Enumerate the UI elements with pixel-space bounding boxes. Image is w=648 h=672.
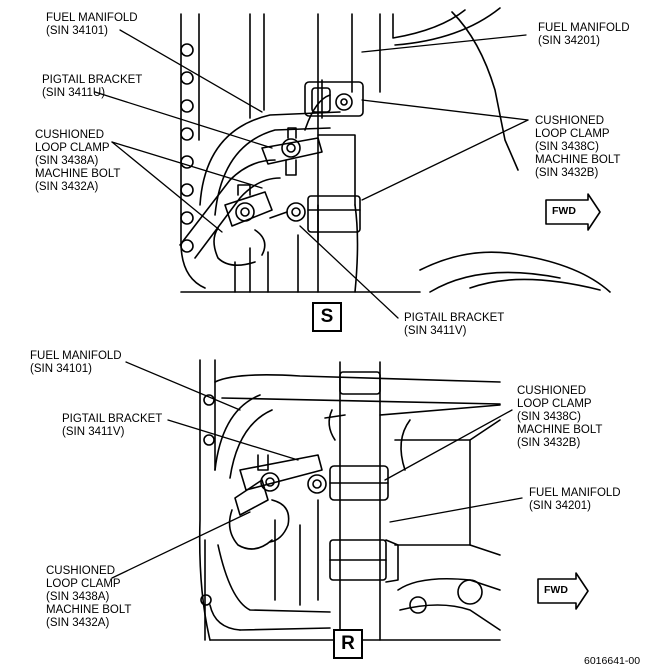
- leader-lines: [94, 29, 529, 579]
- fwd-arrow-s: [545, 193, 601, 231]
- label-pigtail-bracket-3411v-r: PIGTAIL BRACKET (SIN 3411V): [62, 413, 163, 438]
- label-fuel-manifold-34201-r: FUEL MANIFOLD (SIN 34201): [529, 487, 621, 512]
- label-fuel-manifold-34101-r: FUEL MANIFOLD (SIN 34101): [30, 350, 122, 375]
- view-r-artwork: [198, 359, 501, 641]
- label-cushioned-loop-clamp-3438a-s: CUSHIONED LOOP CLAMP (SIN 3438A) MACHINE…: [35, 129, 121, 193]
- fwd-label-s: FWD: [552, 205, 576, 217]
- fwd-indicator-s: FWD: [546, 196, 608, 228]
- view-label-s: S: [312, 302, 342, 332]
- label-cushioned-loop-clamp-3438c-s: CUSHIONED LOOP CLAMP (SIN 3438C) MACHINE…: [535, 115, 621, 179]
- label-fuel-manifold-34101-s: FUEL MANIFOLD (SIN 34101): [46, 12, 138, 37]
- label-fuel-manifold-34201-s: FUEL MANIFOLD (SIN 34201): [538, 22, 630, 47]
- label-cushioned-loop-clamp-3438a-r: CUSHIONED LOOP CLAMP (SIN 3438A) MACHINE…: [46, 565, 132, 629]
- fwd-arrow-r: [537, 572, 589, 610]
- label-pigtail-bracket-3411u: PIGTAIL BRACKET (SIN 3411U): [42, 74, 143, 99]
- label-cushioned-loop-clamp-3438c-r: CUSHIONED LOOP CLAMP (SIN 3438C) MACHINE…: [517, 385, 603, 449]
- view-s-artwork: [179, 7, 611, 293]
- label-pigtail-bracket-3411v-s: PIGTAIL BRACKET (SIN 3411V): [404, 312, 505, 337]
- fwd-indicator-r: FWD: [538, 575, 600, 607]
- figure-number: 6016641-00: [584, 655, 641, 667]
- view-label-r: R: [333, 629, 363, 659]
- fwd-label-r: FWD: [544, 584, 568, 596]
